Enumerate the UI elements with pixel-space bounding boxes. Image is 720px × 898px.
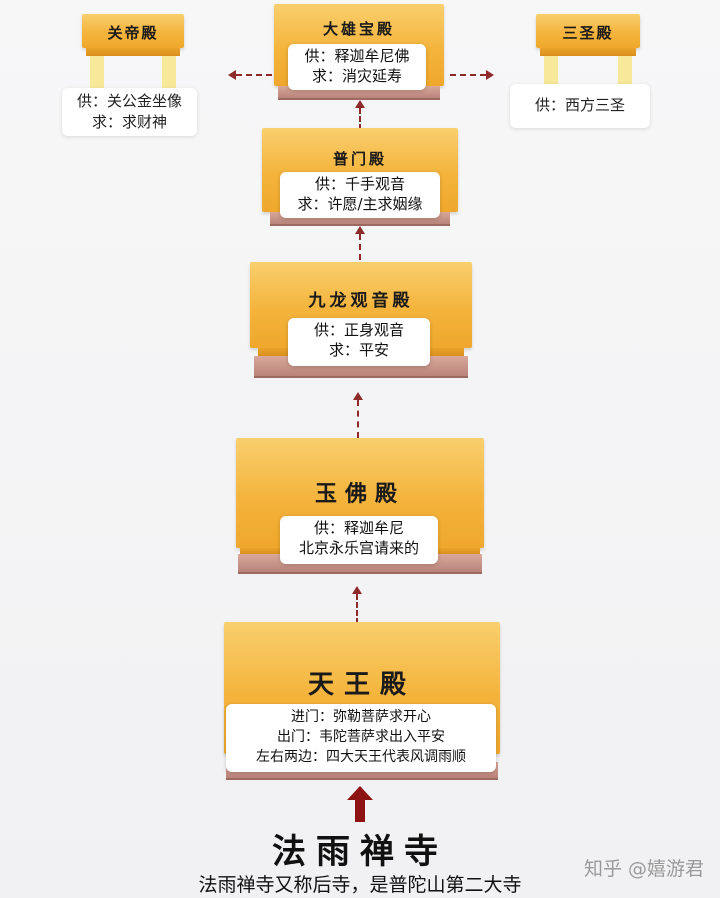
hall-name: 三圣殿 [562,24,614,42]
arrow-head [355,100,365,108]
watermark: 知乎 @嬉游君 [583,858,704,880]
info-line: 求：许愿/主求姻缘 [297,195,423,213]
beam [86,48,180,56]
page-title: 法雨禅寺 [272,832,448,872]
info-line: 北京永乐宫请来的 [298,539,419,557]
arrow-jiulong-to-pumen [359,234,361,260]
subtitle: 法雨禅寺又称后寺，是普陀山第二大寺 [198,874,522,896]
info-line: 求：平安 [328,341,389,359]
arrow-to-guandi [236,74,272,76]
pillar-right [618,48,632,92]
arrow-to-sansheng [450,74,486,76]
arrow-yufo-to-jiulong [357,400,359,438]
hall-name: 普门殿 [332,150,387,168]
hall-name: 大雄宝殿 [322,20,395,38]
info-line: 供：西方三圣 [534,96,625,114]
hall-name: 天王殿 [307,670,416,700]
pillar-left [90,48,104,92]
info-line: 左右两边：四大天王代表风调雨顺 [256,749,466,765]
hall-name: 九龙观音殿 [308,291,414,311]
arrow-head [486,70,494,80]
hall-sansheng: 三圣殿 [536,14,640,96]
info-line: 求：求财神 [91,113,167,131]
hall-guandi: 关帝殿 [82,14,184,96]
info-line: 出门：韦陀菩萨求出入平安 [277,729,445,745]
arrow-head [355,226,365,234]
arrow-tianwang-to-yufo [356,594,358,624]
info-line: 供：释迦牟尼佛 [304,47,410,65]
info-line: 进门：弥勒菩萨求开心 [291,709,431,725]
hall-name: 关帝殿 [107,24,159,42]
pillar-right [162,48,176,92]
yufo-info: 供：释迦牟尼 北京永乐宫请来的 [280,516,438,564]
info-line: 供：释迦牟尼 [313,519,404,537]
arrow-head [353,392,363,400]
info-line: 求：消灾延寿 [311,67,402,85]
arrow-head [228,70,236,80]
entrance-arrow-icon [347,786,373,822]
arrow-head [352,586,362,594]
guandi-info: 供：关公金坐像 求：求财神 [62,88,197,136]
hall-name: 玉佛殿 [314,481,405,507]
roof [82,14,184,48]
pumen-info: 供：千手观音 求：许愿/主求姻缘 [280,172,440,218]
roof [536,14,640,48]
info-line: 供：正身观音 [313,321,404,339]
sansheng-info: 供：西方三圣 [510,84,650,128]
beam [540,48,636,56]
tianwang-info: 进门：弥勒菩萨求开心 出门：韦陀菩萨求出入平安 左右两边：四大天王代表风调雨顺 [226,704,496,772]
pillar-left [544,48,558,92]
arrow-pumen-to-daxiong [359,108,361,130]
daxiong-info: 供：释迦牟尼佛 求：消灾延寿 [288,44,426,90]
jiulong-info: 供：正身观音 求：平安 [288,318,430,366]
info-line: 供：千手观音 [314,175,405,193]
info-line: 供：关公金坐像 [76,92,182,110]
